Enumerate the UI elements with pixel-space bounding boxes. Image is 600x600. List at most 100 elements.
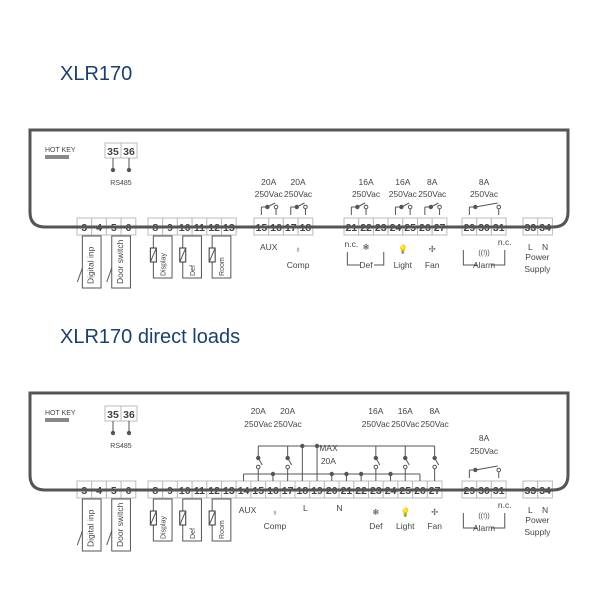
terminal-number: 35 — [107, 146, 119, 158]
light-label: Light — [394, 260, 413, 270]
relay-switch-icon — [357, 202, 366, 208]
compressor-icon: ♁ — [272, 507, 278, 517]
alarm-label: Alarm — [473, 523, 495, 533]
rating-current: 20A — [251, 406, 266, 416]
relay-contact — [432, 464, 437, 470]
rating-current: 8A — [479, 433, 490, 443]
rating-current: 8A — [427, 177, 438, 187]
probe-sensor-icon — [149, 510, 157, 526]
input-box — [111, 235, 131, 289]
compressor-icon: ♁ — [295, 244, 301, 254]
controller-housing — [28, 391, 570, 492]
relay-contact — [437, 204, 442, 210]
defrost-icon: ❄ — [362, 242, 369, 252]
relay-switch-icon — [475, 465, 498, 471]
probe-sensor-icon — [179, 247, 187, 263]
rating-voltage: 250Vac — [418, 189, 447, 199]
probe-label-0: Display — [160, 253, 167, 276]
relay-contact — [496, 467, 502, 473]
relay-contact — [255, 464, 261, 470]
supply-label: Supply — [524, 527, 551, 537]
fan-label: Fan — [425, 260, 440, 270]
junction-dot — [473, 467, 478, 473]
relay-contact — [496, 204, 502, 210]
rating-current: 16A — [368, 406, 383, 416]
fan-icon: ✢ — [431, 507, 439, 517]
power-l-label: L — [528, 242, 533, 252]
junction-dot — [432, 455, 437, 461]
relay-switch-icon — [296, 202, 305, 208]
relay-contact — [402, 464, 408, 470]
relay-switch-icon — [257, 457, 263, 466]
probe-sensor-icon — [149, 247, 157, 263]
relay-contact — [373, 464, 379, 470]
max-current: 20A — [321, 456, 336, 466]
relay-switch-icon — [430, 202, 439, 208]
relay-contact — [273, 204, 279, 210]
rs485-label: RS485 — [110, 180, 132, 187]
rating-voltage: 250Vac — [391, 419, 420, 429]
relay-switch-icon — [267, 202, 276, 208]
alarm-icon: ((!)) — [478, 513, 489, 520]
rating-voltage: 250Vac — [255, 189, 284, 199]
rating-voltage: 250Vac — [284, 189, 313, 199]
n-label: N — [336, 503, 342, 513]
rating-current: 8A — [479, 177, 490, 187]
rating-voltage: 250Vac — [389, 189, 418, 199]
rating-voltage: 250Vac — [274, 419, 303, 429]
alarm-nc-label: n.c. — [498, 500, 512, 510]
relay-switch-icon — [404, 457, 410, 466]
junction-dot — [126, 167, 132, 173]
aux-label: AUX — [239, 505, 257, 515]
def-bracket — [346, 252, 385, 266]
max-label: MAX — [319, 443, 338, 453]
alarm-label: Alarm — [473, 260, 495, 270]
terminal-number: 36 — [123, 409, 135, 421]
light-label: Light — [396, 521, 415, 531]
l-label: L — [303, 503, 308, 513]
defrost-icon: ❄ — [372, 507, 379, 517]
input-box — [81, 498, 102, 552]
power-label: Power — [525, 515, 549, 525]
relay-contact — [303, 204, 308, 210]
comp-label: Comp — [287, 260, 310, 270]
def-label: Def — [359, 260, 373, 270]
probe-label-2: Room — [219, 520, 226, 539]
alarm-bracket — [462, 250, 506, 266]
relay-switch-icon — [475, 202, 498, 208]
rating-voltage: 250Vac — [352, 189, 381, 199]
junction-dot — [110, 167, 116, 173]
rating-voltage: 250Vac — [421, 419, 450, 429]
power-l-label: L — [528, 505, 533, 515]
alarm-icon: ((!)) — [478, 250, 489, 257]
switch-icon — [76, 530, 83, 546]
rating-voltage: 250Vac — [244, 419, 273, 429]
alarm-nc-label: n.c. — [498, 237, 512, 247]
input-label-0: Digital inp — [85, 509, 95, 547]
comp-label: Comp — [264, 521, 287, 531]
relay-switch-icon — [401, 202, 410, 208]
junction-dot — [110, 430, 116, 436]
hotkey-label: HOT KEY — [45, 147, 76, 154]
controller-housing — [28, 128, 570, 229]
junction-dot — [126, 430, 132, 436]
probe-sensor-icon — [179, 510, 187, 526]
alarm-bracket — [462, 513, 506, 529]
hotkey-label: HOT KEY — [45, 410, 76, 417]
junction-dot — [373, 455, 379, 461]
terminal-number: 35 — [107, 409, 119, 421]
junction-dot — [428, 204, 434, 210]
power-label: Power — [525, 252, 549, 262]
aux-label: AUX — [260, 242, 278, 252]
fan-label: Fan — [427, 521, 442, 531]
def-label: Def — [369, 521, 383, 531]
rating-voltage: 250Vac — [362, 419, 391, 429]
power-n-label: N — [542, 242, 548, 252]
relay-switch-icon — [375, 457, 381, 466]
rs485-label: RS485 — [110, 443, 132, 450]
probe-label-2: Room — [219, 257, 226, 276]
rating-current: 20A — [261, 177, 276, 187]
probe-label-1: Def — [190, 528, 197, 539]
